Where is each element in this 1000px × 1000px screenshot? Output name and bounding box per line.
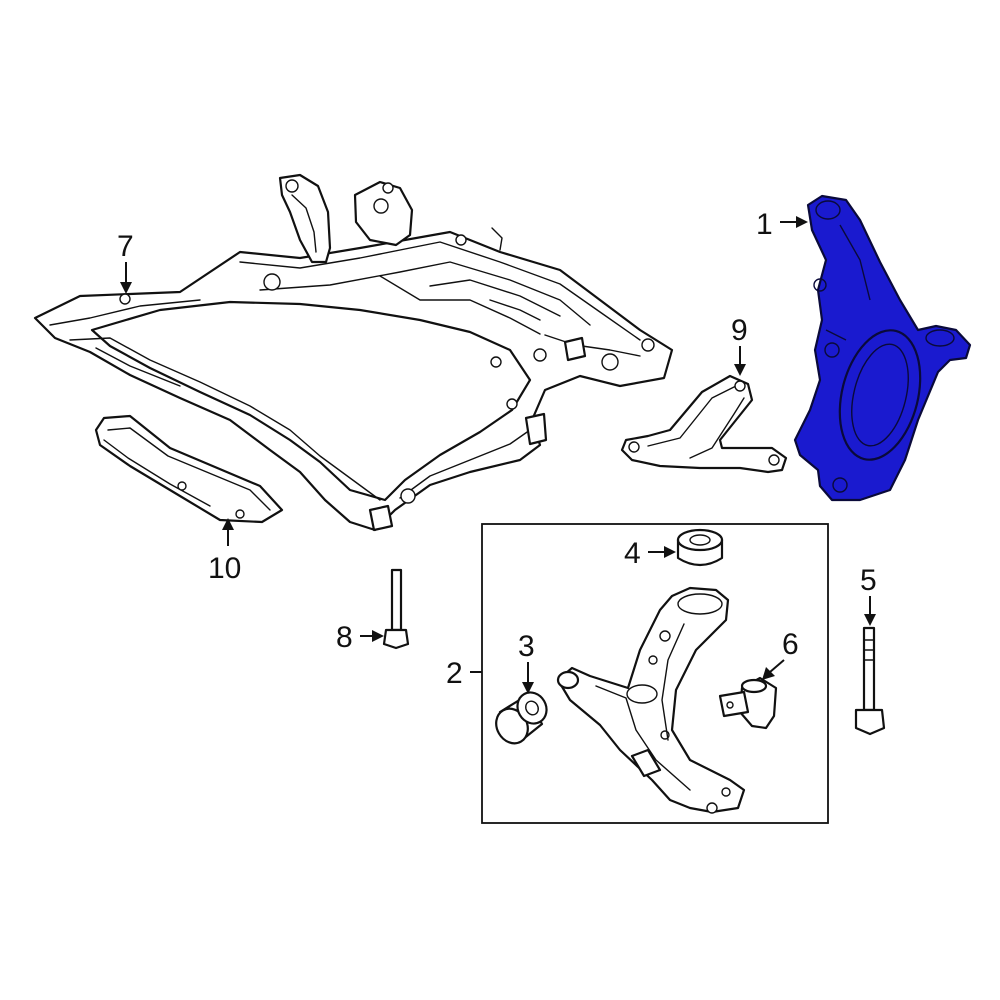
callout-10: 10 (208, 552, 241, 585)
lower-control-arm (556, 586, 746, 814)
steering-knuckle (793, 194, 972, 502)
splash-shield (94, 414, 284, 524)
callout-5: 5 (860, 564, 877, 597)
callout-4: 4 (624, 537, 641, 570)
engine-cradle (33, 173, 674, 532)
lower-arm-group-box (481, 523, 829, 824)
bushing-upper (676, 528, 724, 567)
leader-lines (120, 216, 876, 694)
callout-7: 7 (117, 230, 134, 263)
bushing-lower (495, 691, 548, 745)
callout-9: 9 (731, 314, 748, 347)
callout-1: 1 (756, 208, 773, 241)
callout-3: 3 (518, 630, 535, 663)
ball-joint (718, 676, 778, 730)
callout-2: 2 (446, 657, 463, 690)
callout-8: 8 (336, 621, 353, 654)
callout-6: 6 (782, 628, 799, 661)
bolt-long (854, 626, 886, 736)
bracket (620, 374, 788, 474)
bolt-short (382, 568, 410, 650)
